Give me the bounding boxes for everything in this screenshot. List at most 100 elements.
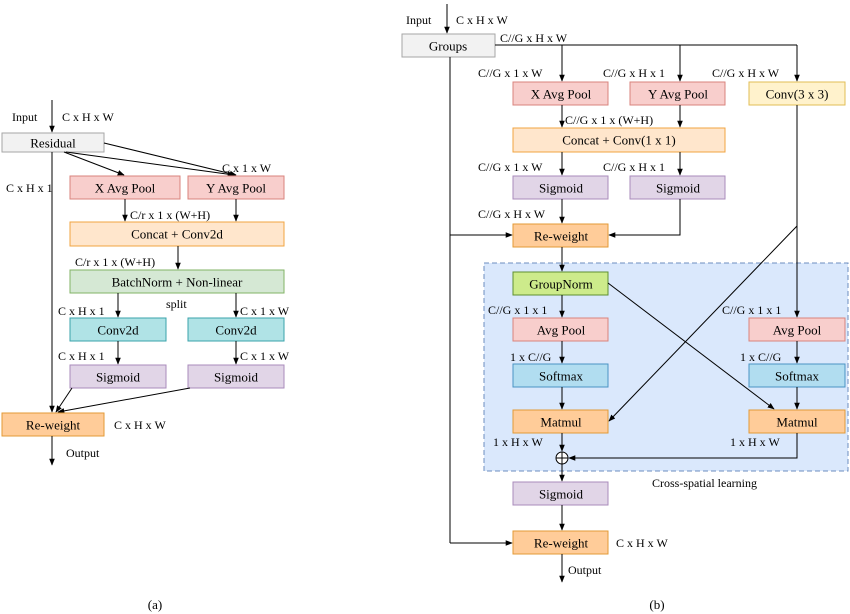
x-avg-pool-block: X Avg Pool bbox=[69, 175, 181, 200]
input-shape: C x H x W bbox=[456, 13, 508, 27]
sigmoid-h-input-shape: C//G x H x 1 bbox=[603, 160, 665, 174]
conv2d-h-label: Conv2d bbox=[97, 323, 139, 338]
right-matmul-output-shape: 1 x H x W bbox=[730, 435, 780, 449]
split-label: split bbox=[166, 297, 187, 311]
panel-b-ema-module: Input C x H x W Groups C//G x H x W C//G… bbox=[401, 4, 849, 612]
input-label: Input bbox=[12, 110, 38, 124]
arrow-residual-to-x-pool bbox=[63, 151, 125, 176]
norm-input-shape: C/r x 1 x (W+H) bbox=[75, 255, 155, 269]
right-avg-pool-label: Avg Pool bbox=[773, 323, 822, 338]
concat-conv2d-label: Concat + Conv2d bbox=[131, 227, 223, 242]
final-sigmoid-block: Sigmoid bbox=[512, 481, 609, 506]
concat-conv2d-box bbox=[69, 221, 285, 247]
sigmoid-w-input-shape: C//G x 1 x W bbox=[478, 160, 543, 174]
y-avg-pool-block: Y Avg Pool bbox=[629, 81, 726, 106]
arrow-right-matmul-to-add bbox=[568, 433, 798, 461]
sigmoid-w-block: Sigmoid bbox=[187, 364, 285, 389]
y-avg-pool-label: Y Avg Pool bbox=[648, 87, 708, 102]
left-avg-pool-box bbox=[512, 317, 609, 342]
reweight-box bbox=[512, 223, 609, 248]
conv3x3-block: Conv(3 x 3) bbox=[748, 81, 846, 106]
sigmoid-w-box bbox=[512, 175, 609, 200]
batchnorm-box bbox=[69, 269, 285, 294]
x-pool-shape: C x H x 1 bbox=[6, 181, 53, 195]
concat-input-shape: C/r x 1 x (W+H) bbox=[130, 208, 210, 222]
panel-b-caption: (b) bbox=[649, 597, 664, 612]
x-avg-pool-box bbox=[512, 81, 609, 106]
arrow-conv3x3-to-left-matmul bbox=[608, 225, 798, 422]
conv-h-input-shape: C x H x 1 bbox=[58, 304, 105, 318]
y-pool-shape: C x 1 x W bbox=[222, 161, 272, 175]
sigmoid-w-block: Sigmoid bbox=[512, 175, 609, 200]
groups-label: Groups bbox=[429, 39, 467, 54]
reweight-shape: C x H x W bbox=[114, 418, 166, 432]
arrow-groupnorm-to-right-matmul bbox=[607, 282, 775, 410]
right-avg-pool-input-shape: C//G x 1 x 1 bbox=[722, 303, 781, 317]
sigmoid-w-input-shape: C x 1 x W bbox=[240, 349, 290, 363]
y-pool-input-shape: C//G x H x 1 bbox=[603, 66, 665, 80]
final-reweight-label: Re-weight bbox=[534, 536, 589, 551]
left-softmax-box bbox=[512, 363, 609, 388]
final-reweight-box bbox=[512, 530, 609, 555]
sigmoid-h-label: Sigmoid bbox=[656, 181, 701, 196]
sigmoid-h-block: Sigmoid bbox=[629, 175, 726, 200]
arrow-residual-to-y-pool bbox=[65, 151, 235, 177]
concat-input-shape: C//G x 1 x (W+H) bbox=[565, 113, 653, 127]
reweight-box bbox=[1, 412, 105, 437]
concat-conv1x1-label: Concat + Conv(1 x 1) bbox=[562, 133, 675, 148]
right-matmul-block: Matmul bbox=[748, 409, 846, 434]
sigmoid-w-label: Sigmoid bbox=[214, 370, 259, 385]
x-avg-pool-label: X Avg Pool bbox=[531, 87, 592, 102]
conv2d-w-block: Conv2d bbox=[187, 317, 285, 342]
left-softmax-input-shape: 1 x C//G bbox=[510, 350, 552, 364]
sigmoid-h-box bbox=[69, 364, 167, 389]
reweight-label: Re-weight bbox=[534, 229, 589, 244]
conv3x3-label: Conv(3 x 3) bbox=[766, 87, 829, 102]
left-matmul-label: Matmul bbox=[540, 415, 582, 430]
left-avg-pool-label: Avg Pool bbox=[537, 323, 586, 338]
x-pool-input-shape: C//G x 1 x W bbox=[478, 66, 543, 80]
concat-conv1x1-block: Concat + Conv(1 x 1) bbox=[512, 127, 726, 153]
residual-block: Residual bbox=[1, 132, 105, 153]
reweight-block: Re-weight bbox=[1, 412, 105, 437]
concat-conv1x1-box bbox=[512, 127, 726, 153]
arrow-sigmoid-h-to-reweight bbox=[608, 199, 681, 238]
conv2d-h-block: Conv2d bbox=[69, 317, 167, 342]
panel-a-coordinate-attention: Input C x H x W Residual C x H x 1 C x 1… bbox=[1, 100, 290, 612]
sigmoid-h-box bbox=[629, 175, 726, 200]
input-shape: C x H x W bbox=[62, 110, 114, 124]
sigmoid-h-label: Sigmoid bbox=[96, 370, 141, 385]
final-sigmoid-box bbox=[512, 481, 609, 506]
final-reweight-shape: C x H x W bbox=[616, 536, 668, 550]
right-softmax-input-shape: 1 x C//G bbox=[740, 350, 782, 364]
left-matmul-output-shape: 1 x H x W bbox=[493, 435, 543, 449]
right-softmax-block: Softmax bbox=[748, 363, 846, 388]
y-avg-pool-label: Y Avg Pool bbox=[206, 181, 266, 196]
groupnorm-block: GroupNorm bbox=[512, 271, 609, 296]
left-softmax-label: Softmax bbox=[539, 369, 584, 384]
x-avg-pool-label: X Avg Pool bbox=[95, 181, 156, 196]
right-matmul-label: Matmul bbox=[776, 415, 818, 430]
output-label: Output bbox=[568, 563, 602, 577]
left-matmul-box bbox=[512, 409, 609, 434]
final-sigmoid-label: Sigmoid bbox=[539, 487, 584, 502]
residual-label: Residual bbox=[30, 136, 76, 151]
left-matmul-block: Matmul bbox=[512, 409, 609, 434]
output-label: Output bbox=[66, 446, 100, 460]
reweight-label: Re-weight bbox=[26, 418, 81, 433]
conv-w-input-shape: C x 1 x W bbox=[240, 304, 290, 318]
right-softmax-label: Softmax bbox=[775, 369, 820, 384]
y-avg-pool-box bbox=[629, 81, 726, 106]
sigmoid-w-box bbox=[187, 364, 285, 389]
concat-conv2d-block: Concat + Conv2d bbox=[69, 221, 285, 247]
left-avg-pool-input-shape: C//G x 1 x 1 bbox=[488, 303, 547, 317]
conv2d-w-label: Conv2d bbox=[215, 323, 257, 338]
groups-shape: C//G x H x W bbox=[500, 31, 568, 45]
input-label: Input bbox=[406, 13, 432, 27]
reweight-block: Re-weight bbox=[512, 223, 609, 248]
batchnorm-block: BatchNorm + Non-linear bbox=[69, 269, 285, 294]
sigmoid-w-label: Sigmoid bbox=[539, 181, 584, 196]
arrow-sigmoid-w-to-reweight bbox=[57, 387, 191, 414]
batchnorm-label: BatchNorm + Non-linear bbox=[112, 275, 243, 290]
